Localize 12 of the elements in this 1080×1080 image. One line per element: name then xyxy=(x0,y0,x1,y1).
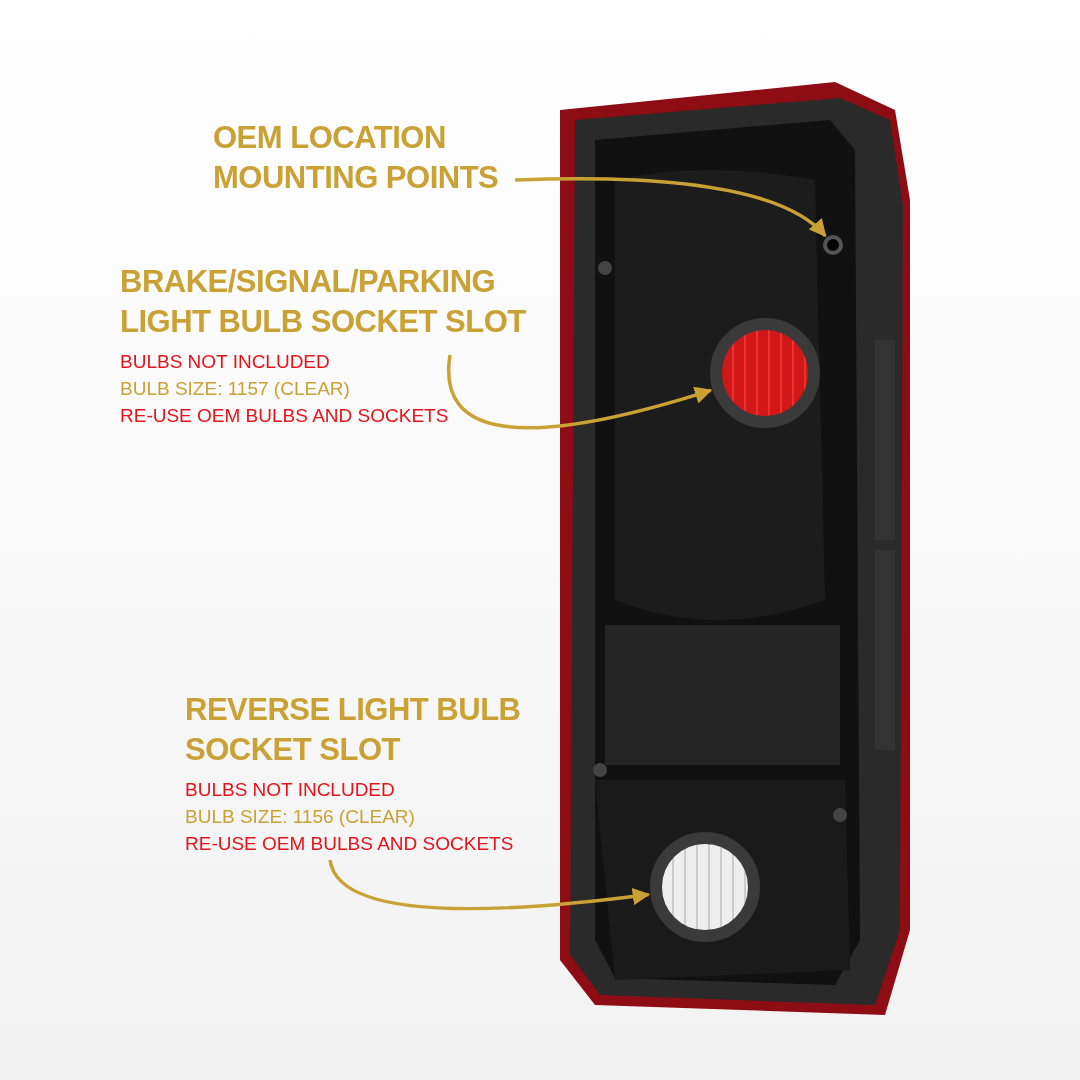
callout-heading: REVERSE LIGHT BULB SOCKET SLOT xyxy=(185,691,522,769)
leader-line xyxy=(328,859,651,911)
callout-note: BULB SIZE: 1156 (CLEAR) xyxy=(185,805,416,829)
callout-note: BULBS NOT INCLUDED xyxy=(120,350,331,374)
leader-line xyxy=(514,177,827,238)
callout-heading: BRAKE/SIGNAL/PARKING LIGHT BULB SOCKET SLOT xyxy=(120,263,527,341)
callout-heading: OEM LOCATION MOUNTING POINTS xyxy=(213,119,500,197)
callout-note: RE-USE OEM BULBS AND SOCKETS xyxy=(185,832,515,856)
leader-line xyxy=(447,354,713,430)
callout-note: RE-USE OEM BULBS AND SOCKETS xyxy=(120,404,450,428)
callout-note: BULBS NOT INCLUDED xyxy=(185,778,396,802)
callout-note: BULB SIZE: 1157 (CLEAR) xyxy=(120,377,351,401)
